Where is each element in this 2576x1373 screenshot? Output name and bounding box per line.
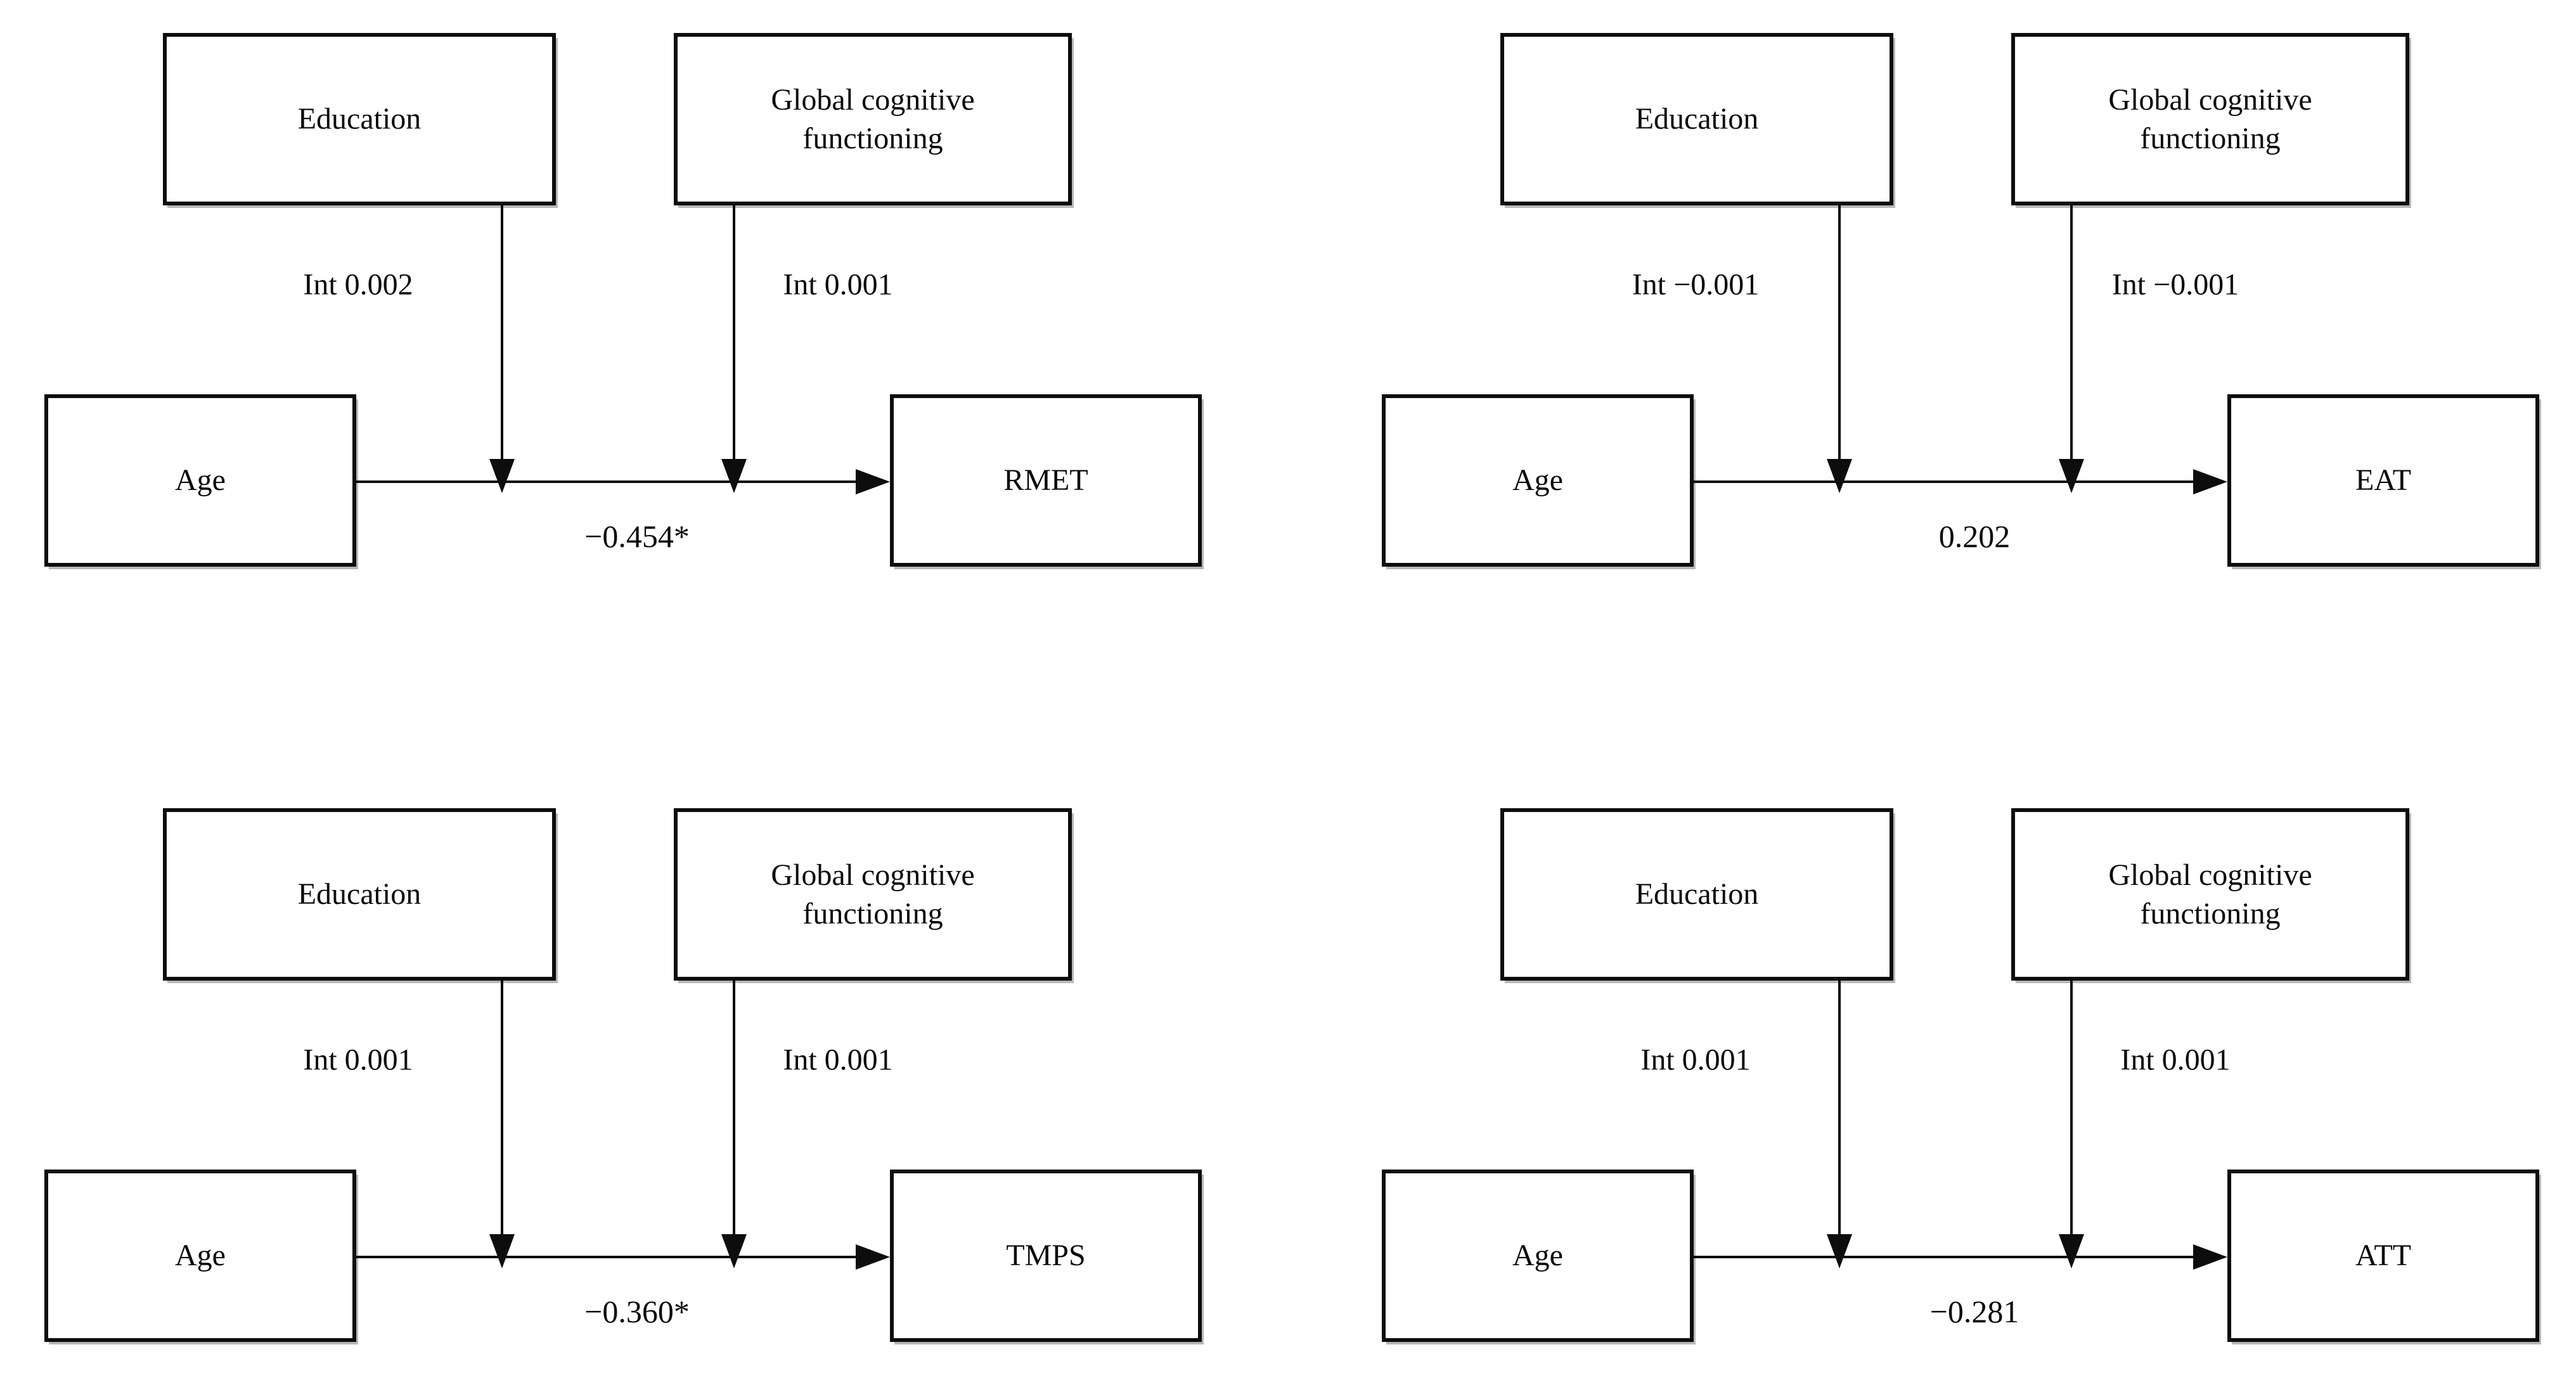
arrow-education-moderation-head [1827,459,1852,493]
panel-att: Education Global cognitive functioning A… [1337,775,2576,1373]
box-outcome-eat: EAT [2227,394,2539,567]
arrow-education-moderation-head [489,1234,515,1268]
box-outcome-rmet: RMET [890,394,1202,567]
box-global-cognitive-functioning: Global cognitive functioning [2011,808,2409,981]
box-global-cognitive-functioning: Global cognitive functioning [674,33,1072,205]
label-interaction-gcf: Int −0.001 [2111,268,2239,302]
label-path-coefficient: 0.202 [1938,519,2011,554]
arrow-age-to-outcome-head [2193,469,2227,494]
box-age: Age [1382,1170,1694,1342]
box-education: Education [1500,33,1893,205]
label-interaction-education: Int 0.001 [303,1043,413,1077]
label-interaction-education: Int −0.001 [1632,268,1760,302]
label-path-coefficient: −0.360* [584,1294,690,1329]
box-global-cognitive-functioning: Global cognitive functioning [674,808,1072,981]
box-outcome-tmps: TMPS [890,1170,1202,1342]
panel-arrows [356,205,890,494]
arrow-gcf-moderation-head [2059,1234,2084,1268]
arrow-age-to-outcome-head [2193,1244,2227,1270]
arrow-age-to-outcome-head [856,469,890,494]
arrow-education-moderation-head [489,459,515,493]
box-global-cognitive-functioning: Global cognitive functioning [2011,33,2409,205]
panel-arrows [356,981,890,1270]
box-age: Age [1382,394,1694,567]
box-education: Education [163,33,556,205]
label-path-coefficient: −0.454* [584,519,690,554]
label-path-coefficient: −0.281 [1929,1294,2019,1329]
box-outcome-att: ATT [2227,1170,2539,1342]
panel-eat: Education Global cognitive functioning A… [1337,0,2576,706]
box-education: Education [163,808,556,981]
panel-rmet: Education Global cognitive functioning A… [0,0,1288,706]
arrow-gcf-moderation-head [2059,459,2084,493]
box-age: Age [44,394,356,567]
label-interaction-gcf: Int 0.001 [783,1043,893,1077]
box-education: Education [1500,808,1893,981]
box-age: Age [44,1170,356,1342]
panel-arrows [1694,981,2227,1270]
label-interaction-education: Int 0.002 [303,268,413,302]
label-interaction-gcf: Int 0.001 [783,268,893,302]
arrow-gcf-moderation-head [721,1234,747,1268]
arrow-gcf-moderation-head [721,459,747,493]
label-interaction-education: Int 0.001 [1640,1043,1751,1077]
label-interaction-gcf: Int 0.001 [2120,1043,2231,1077]
arrow-education-moderation-head [1827,1234,1852,1268]
panel-arrows [1694,205,2227,494]
panel-tmps: Education Global cognitive functioning A… [0,775,1288,1373]
arrow-age-to-outcome-head [856,1244,890,1270]
